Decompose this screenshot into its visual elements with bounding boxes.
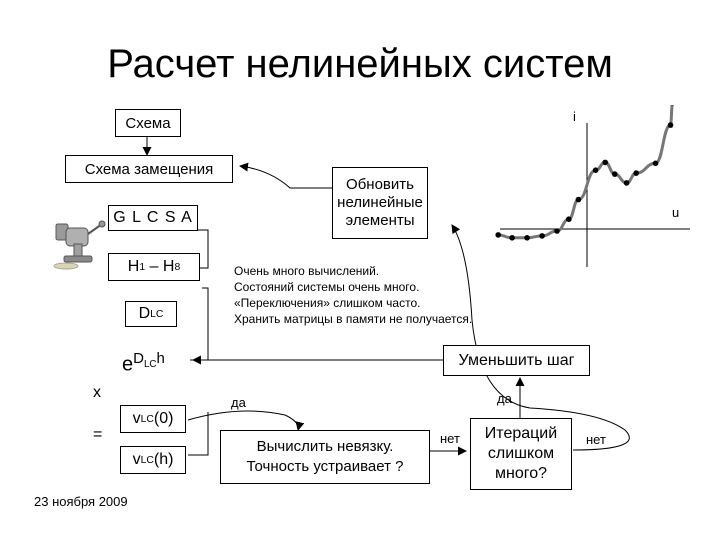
arrow-update-to-equivalent	[239, 162, 332, 189]
u-axis-label: u	[672, 205, 679, 220]
reduce-step-box: Уменьшить шаг	[443, 345, 590, 376]
iter-line-1: Итераций	[484, 425, 558, 442]
note-line: Хранить матрицы в памяти не получается.	[234, 312, 473, 326]
i-axis-label: i	[573, 109, 576, 124]
h-last-sub: 8	[174, 261, 181, 273]
iter-line-2: слишком	[487, 445, 555, 462]
equals-sign: =	[93, 426, 103, 443]
arrow-v0-to-residual	[187, 410, 305, 431]
vh-arg: (h)	[153, 451, 174, 468]
data-point	[612, 171, 618, 177]
data-point	[509, 235, 515, 241]
data-point	[495, 232, 501, 238]
matrix-exponent: eDLCh	[122, 350, 165, 377]
arrow-iter-to-update	[451, 224, 630, 451]
bracket-exp	[190, 287, 209, 361]
note-line: Очень много вычислений.	[234, 264, 380, 278]
slide-date: 23 ноября 2009	[34, 494, 128, 509]
data-point	[633, 170, 639, 176]
data-point	[575, 196, 582, 203]
data-point	[524, 235, 530, 241]
glcsa-box: G L C S A	[108, 205, 198, 231]
bracket-v	[188, 412, 209, 456]
label-yes-left: да	[231, 395, 246, 410]
exp-base: e	[122, 353, 134, 376]
residual-box: Вычислить невязку. Точность устраивает ?	[220, 430, 430, 484]
v0-sub: LC	[140, 413, 154, 425]
times-sign: x	[93, 384, 101, 401]
data-point	[602, 159, 608, 166]
v0-arg: (0)	[153, 410, 174, 427]
exp-h: h	[156, 350, 165, 367]
data-point	[554, 228, 560, 234]
data-point	[592, 167, 599, 173]
label-no-right: нет	[586, 432, 606, 447]
vh-v: v	[132, 451, 141, 468]
data-point	[652, 160, 659, 167]
label-yes-right: да	[497, 391, 512, 406]
meat-grinder-icon	[53, 220, 106, 270]
h-dash: – H	[145, 258, 175, 275]
schema-box: Схема	[115, 109, 181, 137]
h-first: H	[127, 258, 140, 275]
d-letter: D	[138, 305, 151, 322]
iter-line-3: много?	[494, 465, 547, 482]
residual-line-1: Вычислить невязку.	[256, 438, 394, 455]
exp-sub: LC	[143, 359, 157, 370]
note-line: Состояний системы очень много.	[234, 280, 420, 294]
slide-title: Расчет нелинейных систем	[107, 42, 613, 86]
label-no-left: нет	[440, 431, 460, 446]
h-first-sub: 1	[139, 261, 146, 273]
data-point	[623, 180, 630, 186]
exp-d: D	[133, 350, 144, 367]
update-elements-box: Обновить нелинейные элементы	[332, 167, 428, 239]
note-line: «Переключения» слишком часто.	[234, 296, 421, 310]
equivalent-scheme-box: Схема замещения	[65, 155, 233, 183]
iterations-box: Итераций слишком много?	[470, 418, 572, 490]
d-sub: LC	[150, 308, 164, 320]
vh-sub: LC	[140, 454, 154, 466]
notes-list: Очень много вычислений. Состояний систем…	[234, 263, 472, 327]
iu-chart: i u	[495, 105, 690, 267]
residual-line-2: Точность устраивает ?	[246, 458, 404, 475]
bracket-transform	[198, 229, 209, 269]
v0-v: v	[132, 410, 141, 427]
data-point	[667, 122, 674, 128]
data-point	[566, 216, 572, 222]
data-point	[539, 233, 545, 239]
iu-curve	[498, 105, 674, 240]
